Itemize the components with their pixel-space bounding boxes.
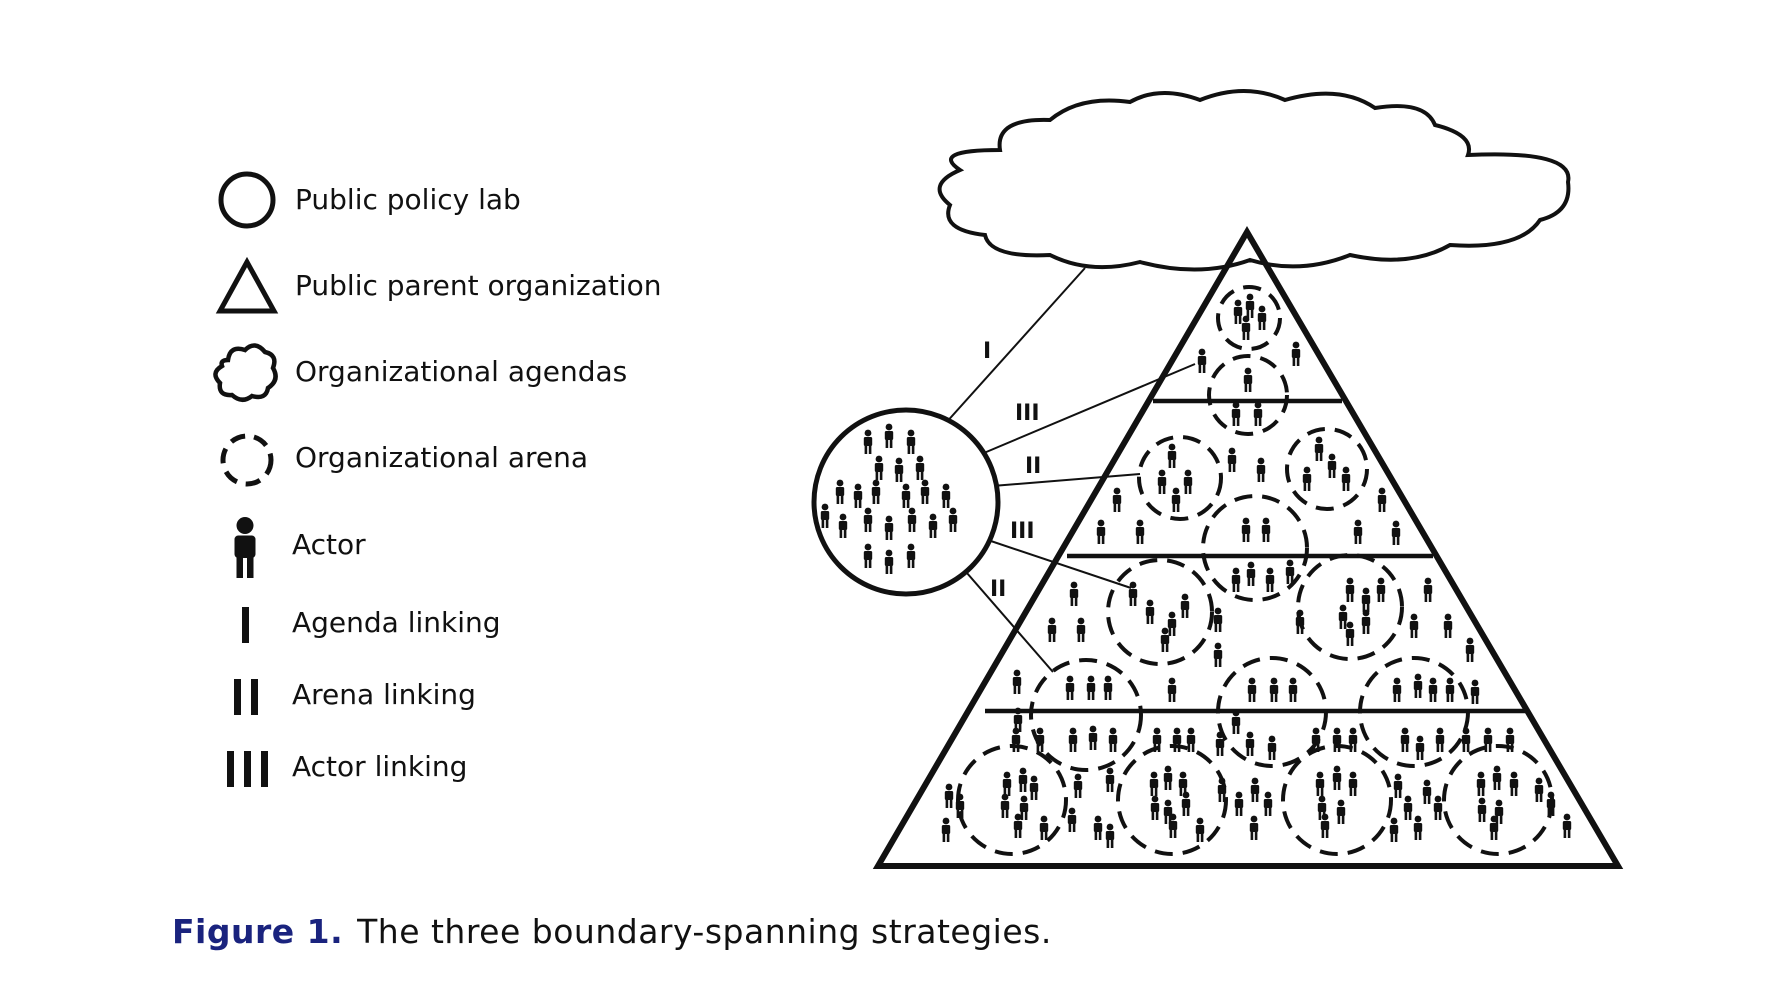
- dashed-circle-icon: [220, 433, 274, 487]
- legend-label-public-parent-organization: Public parent organization: [295, 269, 662, 302]
- single-bar-icon: [242, 607, 249, 643]
- agenda-cloud: [937, 89, 1571, 272]
- agenda-link-line: [943, 267, 1086, 426]
- figure-number: Figure 1.: [172, 912, 344, 951]
- policy-lab-circle: [811, 407, 1001, 597]
- arena-link-label-bottom: II: [990, 577, 1006, 602]
- legend-label-organizational-agendas: Organizational agendas: [295, 355, 628, 388]
- pyramid-outline: [872, 226, 1624, 869]
- cloud-icon: [213, 343, 278, 402]
- person-icon: [234, 517, 256, 578]
- legend: [213, 171, 279, 787]
- figure-caption: Figure 1. The three boundary-spanning str…: [172, 912, 1052, 951]
- link-labels: I III II III II: [983, 339, 1041, 602]
- legend-label-actor-linking: Actor linking: [292, 750, 468, 783]
- triangle-icon: [215, 256, 279, 314]
- arena-link-line-bottom: [959, 564, 1054, 673]
- organizational-arenas: [956, 285, 1554, 856]
- legend-label-public-policy-lab: Public policy lab: [295, 183, 521, 216]
- legend-label-actor: Actor: [292, 528, 366, 561]
- caption-text: The three boundary-spanning strategies.: [357, 912, 1052, 951]
- actor-link-label-top: III: [1015, 401, 1040, 426]
- legend-label-organizational-arena: Organizational arena: [295, 441, 589, 474]
- actor-link-label-bottom: III: [1010, 519, 1035, 544]
- circle-icon: [218, 171, 276, 229]
- legend-label-agenda-linking: Agenda linking: [292, 606, 501, 639]
- double-bar-icon: [234, 679, 258, 715]
- legend-label-arena-linking: Arena linking: [292, 678, 476, 711]
- agenda-link-label: I: [983, 339, 991, 364]
- arena-link-label-top: II: [1025, 454, 1041, 479]
- triple-bar-icon: [227, 751, 268, 787]
- arena-link-line-top: [979, 473, 1141, 488]
- pyramid: [872, 226, 1624, 869]
